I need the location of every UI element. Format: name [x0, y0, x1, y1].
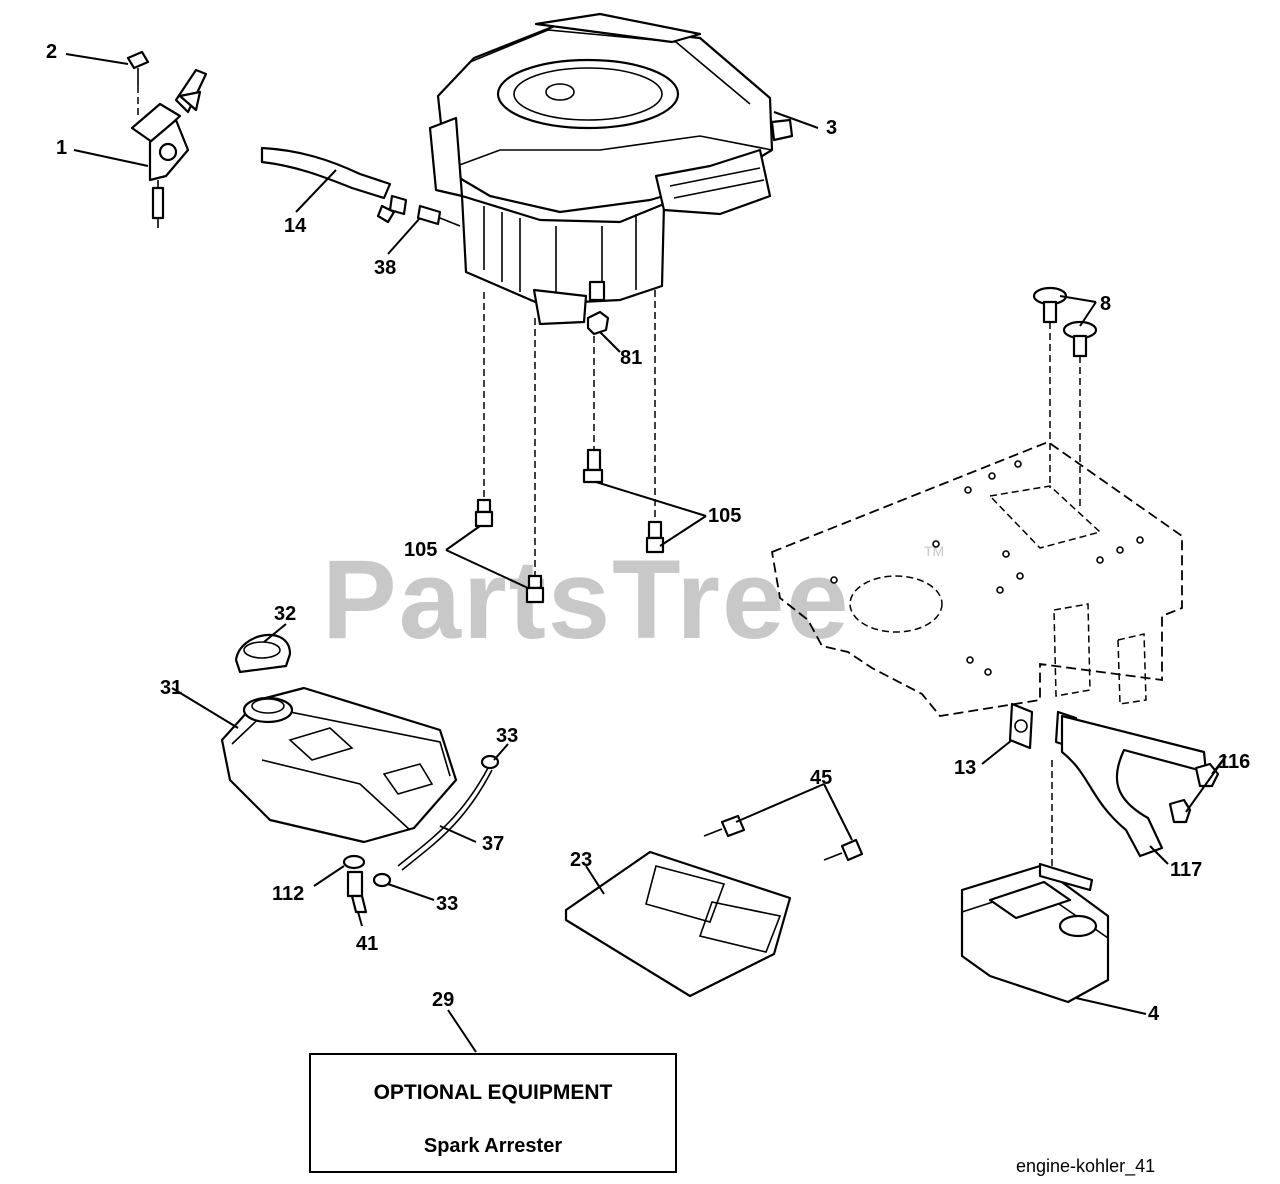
nut-part[interactable] — [586, 310, 610, 336]
callout-32: 32 — [274, 603, 296, 625]
watermark-text: PartsTree — [322, 537, 851, 662]
tank-bushing-part[interactable] — [342, 854, 366, 870]
callout-33-bottom: 33 — [436, 893, 458, 915]
callout-31: 31 — [160, 677, 182, 699]
optional-equipment-title: OPTIONAL EQUIPMENT — [374, 1081, 613, 1104]
callout-23: 23 — [570, 849, 592, 871]
callout-37: 37 — [482, 833, 504, 855]
callout-1: 1 — [56, 137, 67, 159]
fuel-tank-part[interactable] — [220, 686, 458, 844]
spark-arrester-label: Spark Arrester — [424, 1135, 562, 1157]
callout-112: 112 — [272, 883, 304, 905]
callout-117: 117 — [1170, 859, 1202, 881]
muffler-part[interactable] — [960, 760, 1110, 1004]
callout-38: 38 — [374, 257, 396, 279]
callout-105-right: 105 — [708, 505, 741, 527]
engine-bolt-part[interactable] — [474, 448, 665, 604]
callout-13: 13 — [954, 757, 976, 779]
fuel-hose-part[interactable] — [260, 146, 392, 200]
callout-33-top: 33 — [496, 725, 518, 747]
exhaust-nut-part[interactable] — [1168, 762, 1220, 824]
engine-part[interactable] — [428, 12, 794, 326]
tank-fitting-part[interactable] — [346, 870, 368, 914]
callout-2: 2 — [46, 41, 57, 63]
heat-shield-part[interactable] — [564, 850, 792, 998]
shield-screw-part[interactable] — [703, 814, 864, 862]
watermark: PartsTree TM — [322, 537, 944, 662]
callout-4: 4 — [1148, 1003, 1160, 1025]
watermark-trademark: TM — [924, 543, 944, 559]
callout-3: 3 — [826, 117, 837, 139]
callout-45: 45 — [810, 767, 832, 789]
callout-116: 116 — [1218, 751, 1250, 773]
tractor-frame — [770, 440, 1183, 717]
callout-81: 81 — [620, 347, 642, 369]
fuel-cap-part[interactable] — [234, 633, 292, 674]
callout-29: 29 — [432, 989, 454, 1011]
throttle-bracket-part[interactable] — [130, 68, 208, 228]
knob-part[interactable] — [1032, 286, 1098, 510]
diagram-code: engine-kohler_41 — [1016, 1156, 1155, 1177]
callout-labels: 1 2 3 14 38 81 8 105 105 32 31 33 37 112… — [46, 41, 1250, 1025]
exhaust-pipe-part[interactable] — [1060, 714, 1208, 858]
fuel-fitting-part[interactable] — [376, 194, 461, 227]
callout-41: 41 — [356, 933, 378, 955]
hose-clamp-part[interactable] — [372, 754, 500, 888]
leader-lines — [65, 53, 1227, 1053]
optional-equipment-box: OPTIONAL EQUIPMENT Spark Arrester — [309, 1053, 677, 1173]
callout-105-left: 105 — [404, 539, 437, 561]
engine-alignment-lines — [483, 290, 656, 576]
callout-8: 8 — [1100, 293, 1111, 315]
callout-14: 14 — [284, 215, 307, 237]
bracket-screw-part[interactable] — [126, 50, 150, 118]
